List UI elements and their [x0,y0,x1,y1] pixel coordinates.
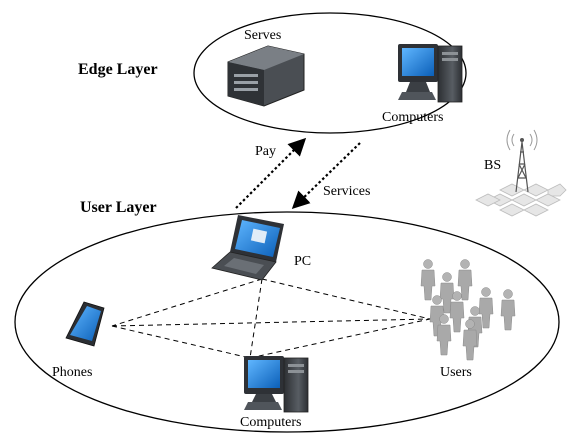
user-computers-label: Computers [240,415,301,430]
edge-computer-icon [398,44,463,103]
connection-lines [111,278,431,359]
user-computer-icon [244,356,309,413]
users-label: Users [440,365,472,380]
user-layer-ellipse [14,211,560,433]
edge-layer-label: Edge Layer [78,61,158,78]
base-station-icon [475,129,567,217]
phones-label: Phones [52,365,92,380]
services-arrow [291,142,361,210]
server-label: Serves [244,28,281,43]
edge-computer-label: Computers [382,110,443,125]
pay-label: Pay [255,144,276,159]
pay-arrow [235,137,307,209]
phone-icon [65,301,105,347]
server-icon [227,45,305,107]
users-crowd-icon [420,259,516,361]
user-layer-label: User Layer [80,199,157,216]
edge-layer-ellipse [193,12,467,134]
services-label: Services [323,184,370,199]
pc-label: PC [294,254,311,269]
base-station-label: BS [484,158,501,173]
laptop-icon [211,215,284,281]
